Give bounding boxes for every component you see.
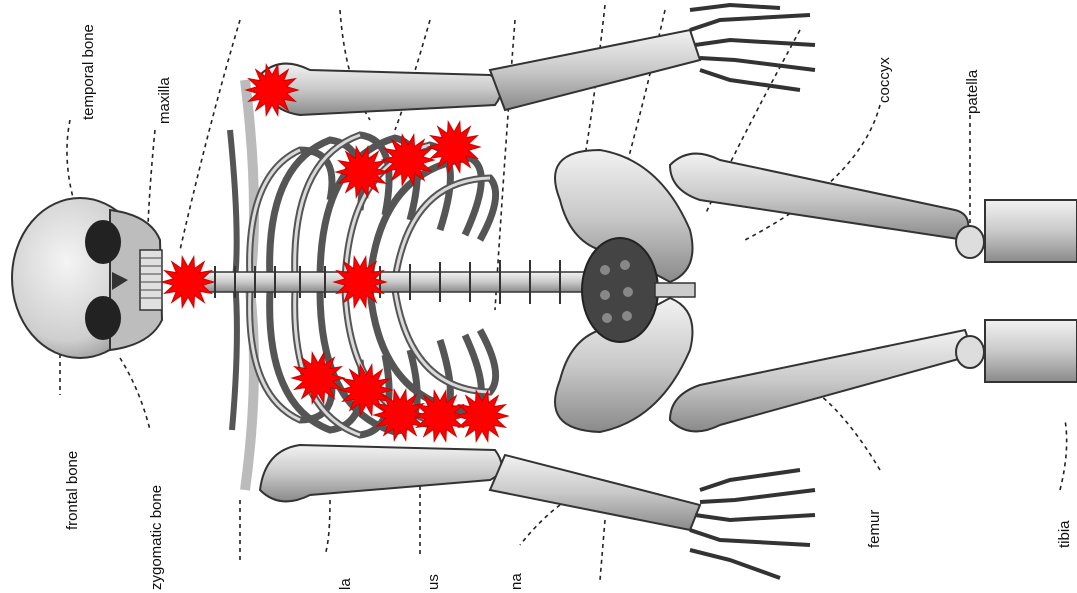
label-tibia: tibia <box>1056 520 1073 548</box>
skull <box>12 198 162 358</box>
hands <box>690 5 815 578</box>
label-ulna-partial: na <box>508 573 525 590</box>
label-femur: femur <box>866 510 883 548</box>
label-zygomatic-bone: zygomatic bone <box>148 485 165 590</box>
label-coccyx: coccyx <box>876 57 893 103</box>
label-clavicle-partial: la <box>337 578 354 590</box>
label-patella: patella <box>964 70 981 114</box>
starburst-icon <box>334 257 386 308</box>
legs <box>670 154 1077 432</box>
label-maxilla: maxilla <box>156 77 173 124</box>
label-frontal-bone: frontal bone <box>64 451 81 530</box>
label-temporal-bone: temporal bone <box>80 24 97 120</box>
label-sternum-partial: us <box>425 574 442 590</box>
starburst-icon <box>162 257 214 308</box>
